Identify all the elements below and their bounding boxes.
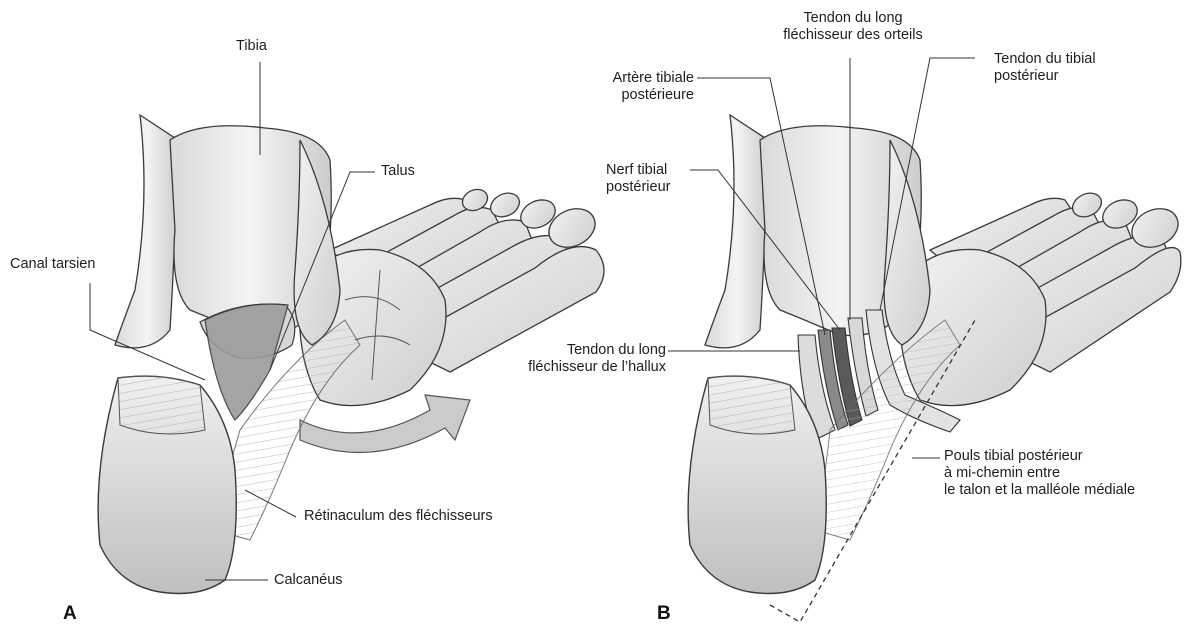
label-tibia: Tibia <box>236 38 267 55</box>
panel-b-illustration <box>688 115 1184 622</box>
label-canal-tarsien: Canal tarsien <box>10 256 95 273</box>
label-tendon-long-flechisseur-hallux: Tendon du long fléchisseur de l’hallux <box>490 342 666 376</box>
label-retinaculum: Rétinaculum des fléchisseurs <box>304 508 493 525</box>
label-artere-tibiale-posterieure: Artère tibiale postérieure <box>560 70 694 104</box>
panel-letter-b: B <box>657 603 671 625</box>
panel-a-fibula <box>115 115 178 348</box>
panel-letter-a: A <box>63 603 77 625</box>
label-tendon-tibial-posterieur: Tendon du tibial postérieur <box>994 51 1096 85</box>
panel-a-canal-arrow <box>300 395 470 453</box>
label-pouls-tibial-posterieur: Pouls tibial postérieur à mi-chemin entr… <box>944 448 1135 499</box>
label-talus: Talus <box>381 163 415 180</box>
label-tendon-long-flechisseur-orteils: Tendon du long fléchisseur des orteils <box>778 10 928 44</box>
label-nerf-tibial-posterieur: Nerf tibial postérieur <box>606 162 670 196</box>
label-calcaneus: Calcanéus <box>274 572 343 589</box>
